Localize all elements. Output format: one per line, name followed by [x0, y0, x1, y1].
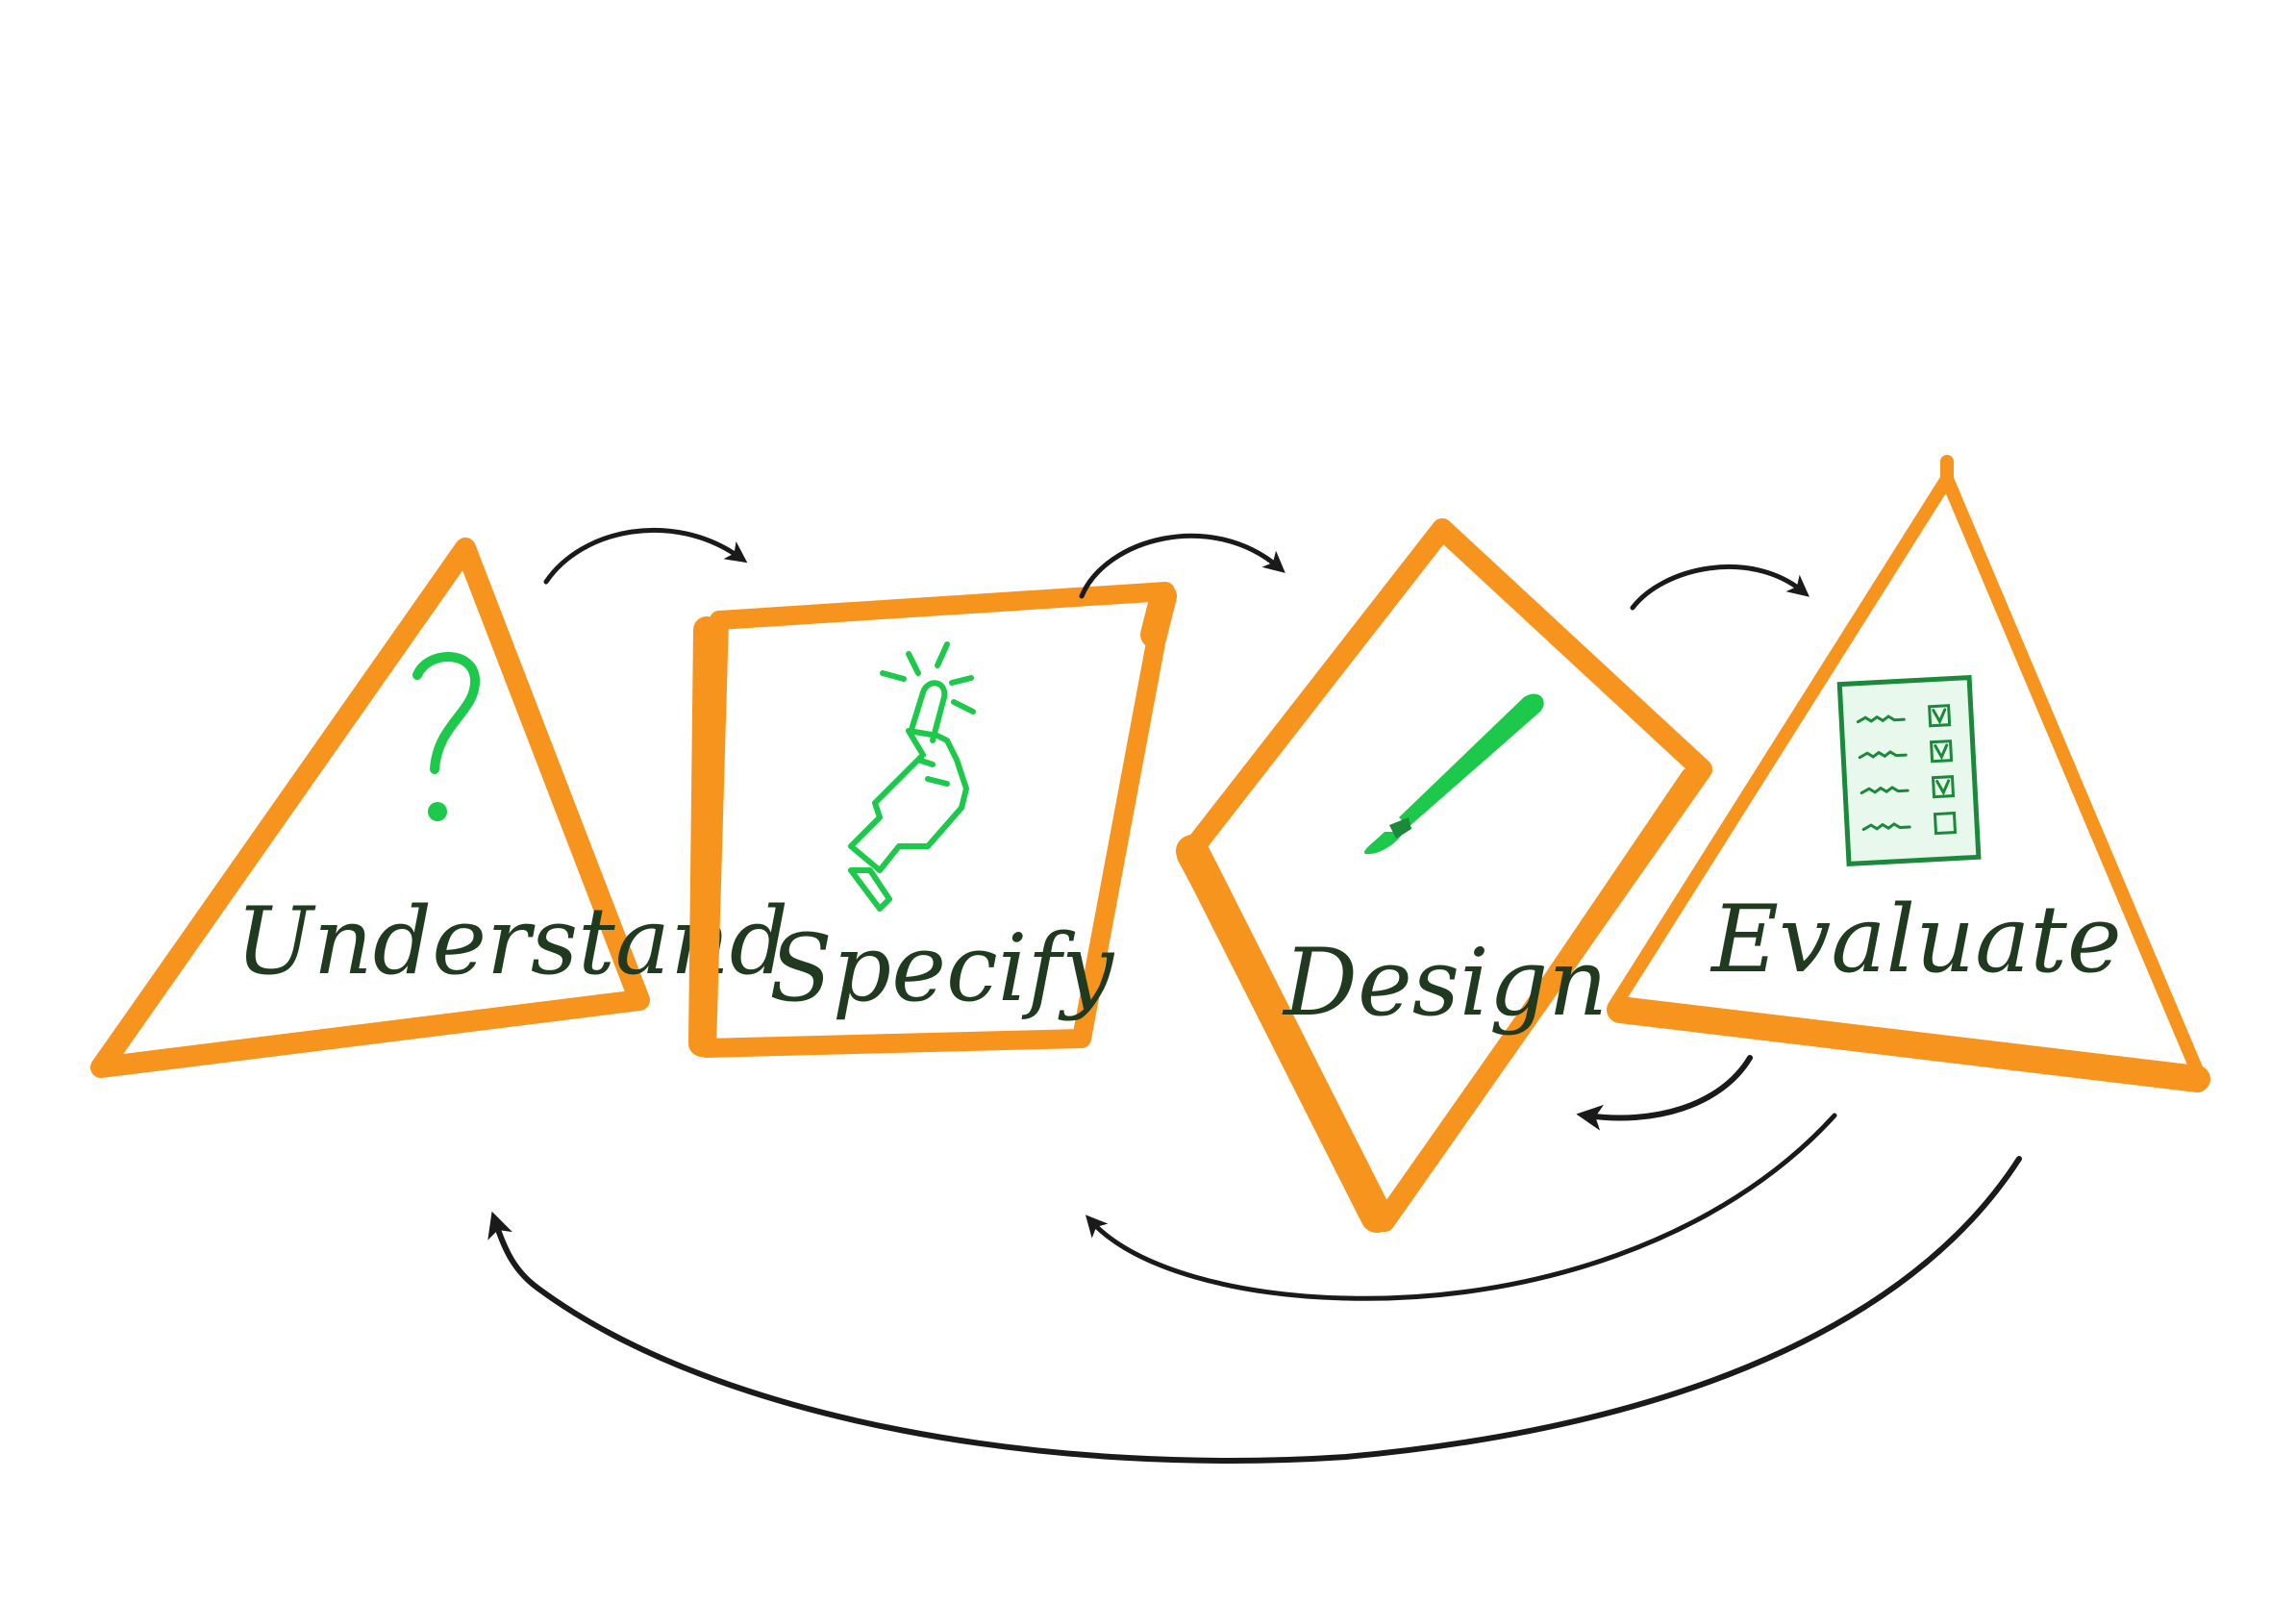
stage-specify: Specify — [688, 582, 1177, 1058]
arrow-evaluate-to-understand — [487, 1156, 2022, 1464]
stage-label-specify: Specify — [769, 915, 1115, 1022]
arrow-evaluate-to-design — [1576, 1055, 1753, 1131]
stage-label-evaluate: Evaluate — [1710, 886, 2122, 993]
paintbrush-icon — [1364, 693, 1544, 855]
arrow-understand-to-specify — [543, 527, 748, 585]
arrow-evaluate-to-specify — [1085, 1113, 1837, 1301]
stage-design: Design — [1176, 518, 1712, 1233]
pointing-hand-icon — [848, 641, 976, 912]
checklist-icon — [1836, 674, 1982, 867]
arrow-specify-to-design — [1079, 533, 1285, 599]
stage-understand: Understand — [90, 538, 788, 1078]
question-mark-icon — [412, 652, 481, 821]
stage-evaluate: Evaluate — [1607, 455, 2210, 1092]
arrow-design-to-evaluate — [1630, 564, 1809, 611]
stage-label-design: Design — [1282, 929, 1608, 1037]
